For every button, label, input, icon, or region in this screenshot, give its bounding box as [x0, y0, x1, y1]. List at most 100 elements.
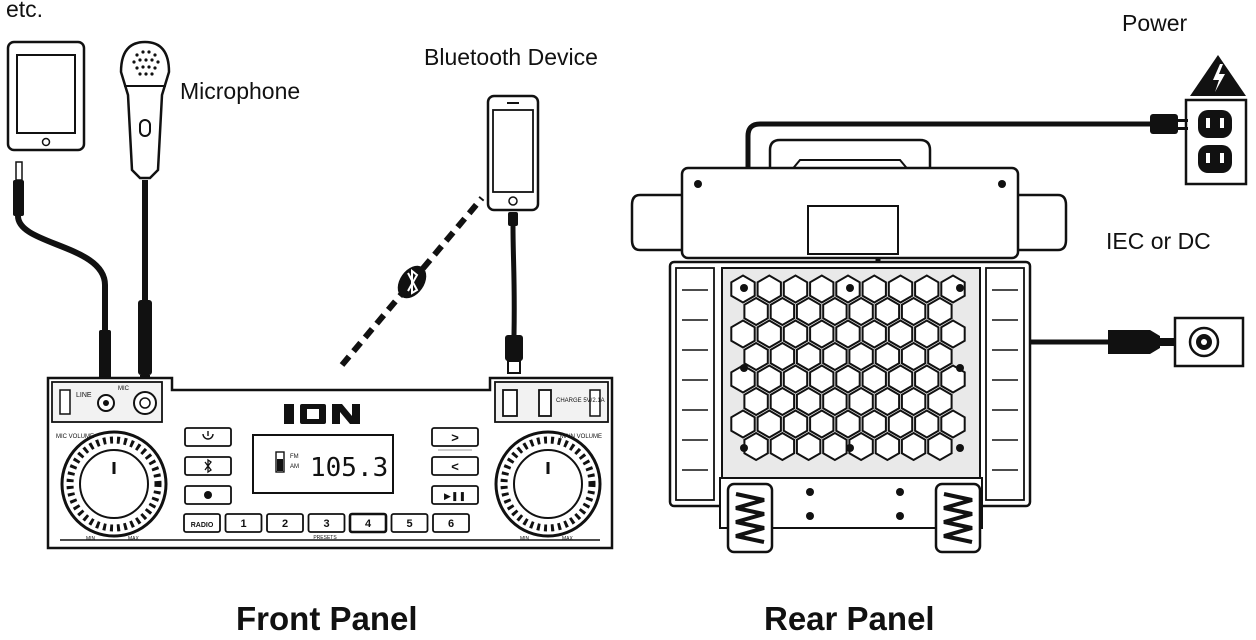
- bluetooth-device-label: Bluetooth Device: [424, 44, 598, 70]
- iec-or-dc-label: IEC or DC: [1106, 228, 1211, 254]
- play-pause-button[interactable]: [431, 485, 479, 505]
- power-outlet-icon: [1184, 98, 1248, 186]
- display-band-fm: FM: [290, 454, 299, 460]
- grille-cell: [835, 409, 861, 439]
- light-button[interactable]: [184, 485, 232, 505]
- grille-cell: [874, 431, 901, 462]
- grille-cell: [940, 364, 966, 394]
- grille-cell: [914, 409, 940, 439]
- mic-knob-min: MIN: [86, 536, 96, 542]
- mic-jack-label: MIC: [118, 386, 130, 392]
- grille-cell: [874, 341, 901, 372]
- preset-row: RADIO 1 2 3 4 5 6: [183, 512, 470, 534]
- preset-button-label: 5: [406, 518, 412, 530]
- prev-button[interactable]: [431, 456, 479, 476]
- grille-cell: [861, 364, 887, 394]
- bluetooth-button[interactable]: [184, 456, 232, 476]
- grille-cell: [927, 386, 953, 417]
- power-button[interactable]: [184, 427, 232, 447]
- display-band-am: AM: [290, 464, 299, 470]
- main-knob-max: MAX: [562, 536, 574, 542]
- preset-button-4[interactable]: 4: [348, 512, 388, 534]
- grille-cell: [914, 364, 940, 394]
- preset-button-label: 1: [240, 518, 246, 530]
- preset-button-2[interactable]: 2: [266, 513, 304, 533]
- grille-cell: [887, 409, 914, 439]
- dc-adapter-icon: [1173, 316, 1245, 368]
- grille-cell: [940, 319, 966, 349]
- grille-cell: [769, 341, 796, 372]
- mic-knob-max: MAX: [128, 536, 140, 542]
- preset-button-3[interactable]: 3: [307, 513, 346, 533]
- grille-cell: [795, 296, 822, 327]
- grille-cell: [914, 319, 940, 349]
- mic-cable: [138, 180, 152, 390]
- grille-cell: [900, 386, 927, 417]
- grille-cell: [822, 341, 848, 372]
- prev-button-label: <: [451, 459, 459, 474]
- grille-cell: [900, 341, 927, 372]
- preset-button-label: 4: [365, 518, 372, 530]
- main-knob-min: MIN: [520, 536, 530, 542]
- rear-panel-title: Rear Panel: [764, 600, 935, 637]
- grille-cell: [861, 409, 887, 439]
- line-jack-label: LINE: [76, 392, 92, 399]
- grille-cell: [795, 431, 822, 462]
- grille-cell: [822, 431, 848, 462]
- grille-cell: [900, 296, 927, 327]
- preset-button-radio[interactable]: RADIO: [183, 513, 221, 533]
- ion-logo: [284, 404, 360, 424]
- grille-cell: [809, 274, 835, 304]
- preset-button-6[interactable]: 6: [432, 513, 470, 533]
- etc-label: etc.: [6, 0, 44, 22]
- warning-triangle-icon: [1190, 55, 1246, 96]
- grille-cell: [848, 341, 874, 372]
- grille-cell: [730, 409, 756, 439]
- grille-cell: [822, 386, 848, 417]
- grille-cell: [743, 386, 769, 417]
- grille-cell: [927, 296, 953, 327]
- mic-volume-label: MIC VOLUME: [56, 434, 94, 440]
- preset-button-5[interactable]: 5: [390, 513, 429, 533]
- main-volume-label: MAIN VOLUME: [560, 434, 602, 440]
- grille-cell: [743, 296, 769, 327]
- grille-cell: [743, 431, 769, 462]
- grille-cell: [861, 274, 887, 304]
- preset-button-label: 6: [448, 518, 454, 530]
- preset-button-1[interactable]: 1: [224, 513, 263, 533]
- grille-cell: [835, 364, 861, 394]
- grille-cell: [743, 341, 769, 372]
- grille-cell: [795, 386, 822, 417]
- next-button[interactable]: [431, 427, 479, 447]
- grille-cell: [782, 409, 809, 439]
- left-wheel-icon: [726, 482, 774, 554]
- grille-cell: [887, 364, 914, 394]
- grille-cell: [795, 341, 822, 372]
- grille-cell: [769, 386, 796, 417]
- right-wheel-icon: [934, 482, 982, 554]
- tablet-icon: [6, 40, 86, 152]
- power-label: Power: [1122, 10, 1188, 36]
- preset-button-label: 2: [282, 518, 288, 530]
- grille-cell: [874, 296, 901, 327]
- microphone-icon: [119, 40, 171, 180]
- next-button-label: >: [451, 430, 459, 445]
- grille-cell: [756, 319, 782, 349]
- grille-cell: [756, 409, 782, 439]
- microphone-label: Microphone: [180, 78, 301, 104]
- grille-cell: [782, 364, 809, 394]
- grille-cell: [887, 274, 914, 304]
- usb-charge-cable: [505, 212, 523, 374]
- grille-cell: [730, 319, 756, 349]
- grille-cell: [782, 274, 809, 304]
- grille-cell: [927, 341, 953, 372]
- line-cable: [13, 161, 111, 397]
- bluetooth-icon: [397, 265, 427, 299]
- grille-cell: [900, 431, 927, 462]
- mic-volume-knob: [60, 430, 168, 538]
- grille-cell: [769, 296, 796, 327]
- grille-cell: [730, 364, 756, 394]
- presets-caption: PRESETS: [313, 535, 337, 541]
- grille-cell: [861, 319, 887, 349]
